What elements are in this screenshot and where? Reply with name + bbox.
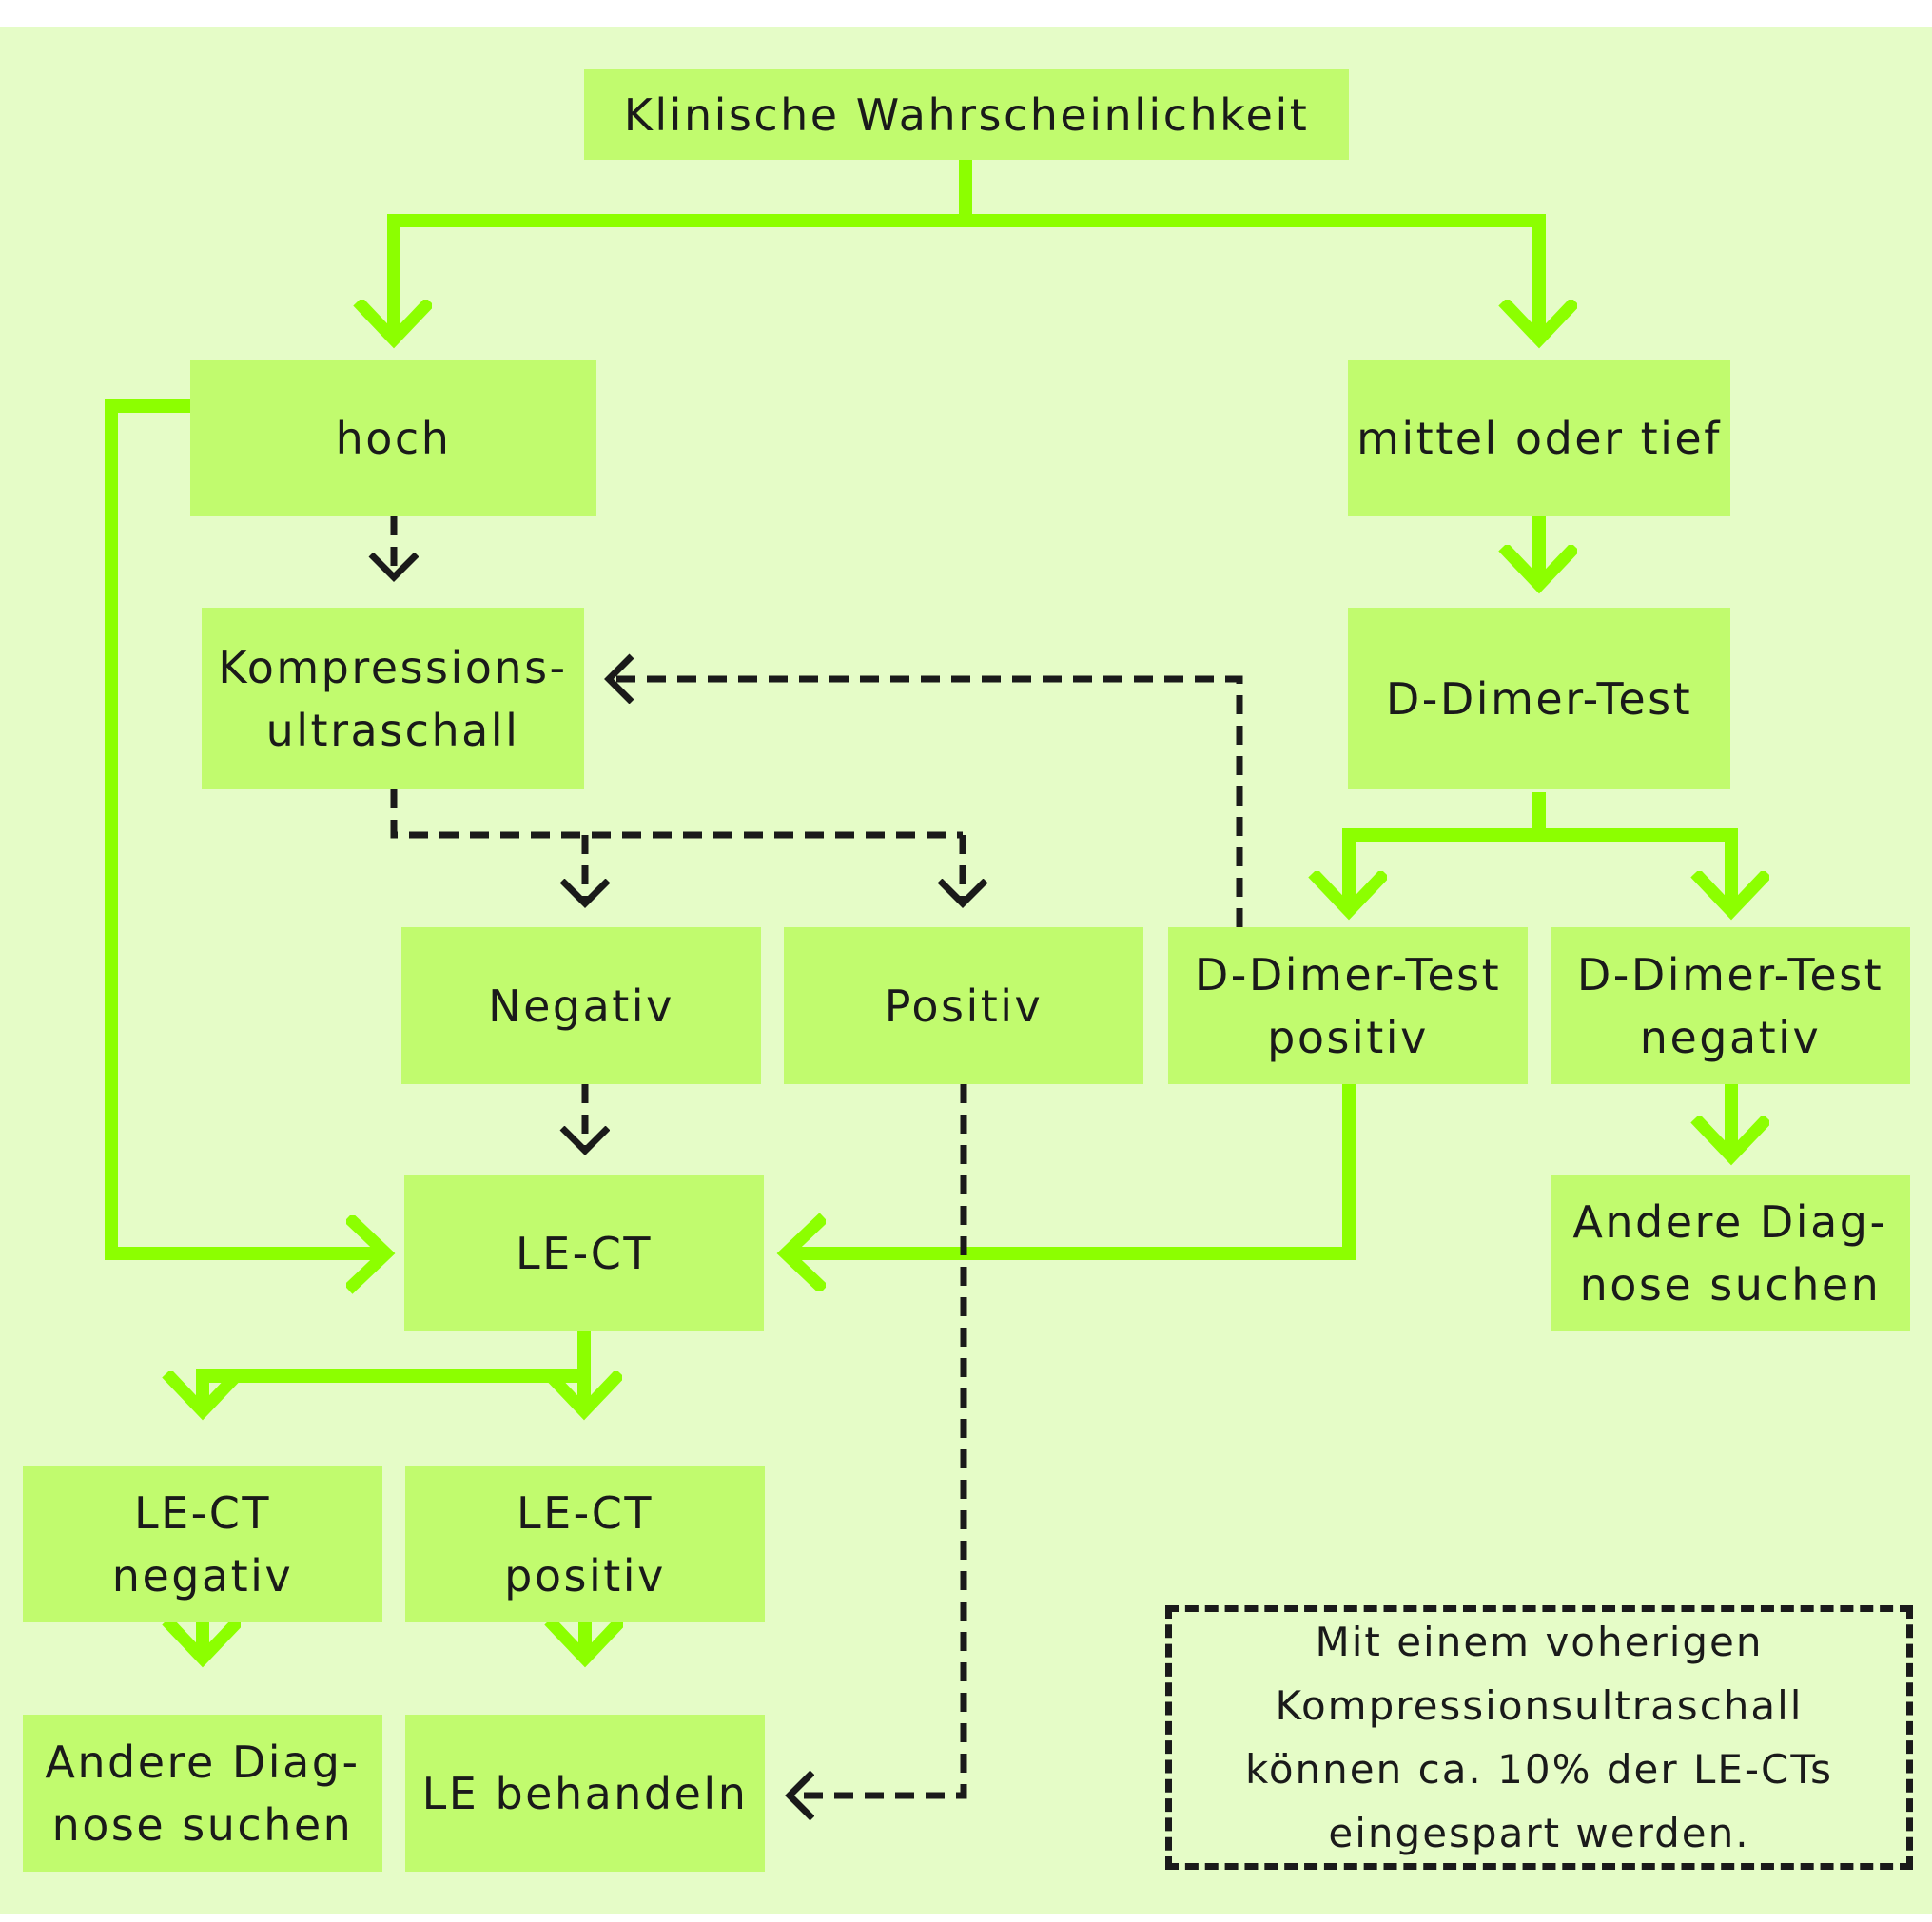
node-other-diagnosis-right: Andere Diag- nose suchen xyxy=(1551,1175,1910,1331)
arrow-to-high xyxy=(394,214,966,340)
node-medium-or-low: mittel oder tief xyxy=(1348,360,1730,516)
dashed-line-us-split xyxy=(390,789,963,839)
node-compression-ultrasound: Kompressions- ultraschall xyxy=(202,608,584,789)
node-le-ct-positive: LE-CT positiv xyxy=(405,1466,765,1622)
arrow-to-ddimer-negative xyxy=(1539,828,1731,911)
dashed-arrow-ddimer-positive-to-us xyxy=(609,679,1243,927)
arrow-to-lect-negative xyxy=(203,1369,584,1411)
node-clinical-probability: Klinische Wahrscheinlichkeit xyxy=(584,69,1349,160)
arrow-to-ddimer-positive xyxy=(1349,828,1539,911)
dashed-arrow-positive-to-treat-le xyxy=(790,1084,967,1796)
node-other-diagnosis-left: Andere Diag- nose suchen xyxy=(23,1715,382,1872)
node-positive: Positiv xyxy=(784,927,1143,1084)
node-le-ct: LE-CT xyxy=(404,1175,764,1331)
node-ddimer-positive: D-Dimer-Test positiv xyxy=(1168,927,1528,1084)
node-high: hoch xyxy=(190,360,596,516)
arrow-ddimer-positive-to-lect xyxy=(786,1084,1356,1253)
node-le-ct-negative: LE-CT negativ xyxy=(23,1466,382,1622)
note-box: Mit einem voherigen Kompressionsultrasch… xyxy=(1165,1605,1913,1870)
node-ddimer-negative: D-Dimer-Test negativ xyxy=(1551,927,1910,1084)
node-negative: Negativ xyxy=(401,927,761,1084)
node-ddimer-test: D-Dimer-Test xyxy=(1348,608,1730,789)
arrow-high-to-lect xyxy=(105,399,386,1253)
arrow-to-medium-low xyxy=(966,214,1539,340)
node-treat-le: LE behandeln xyxy=(405,1715,765,1872)
